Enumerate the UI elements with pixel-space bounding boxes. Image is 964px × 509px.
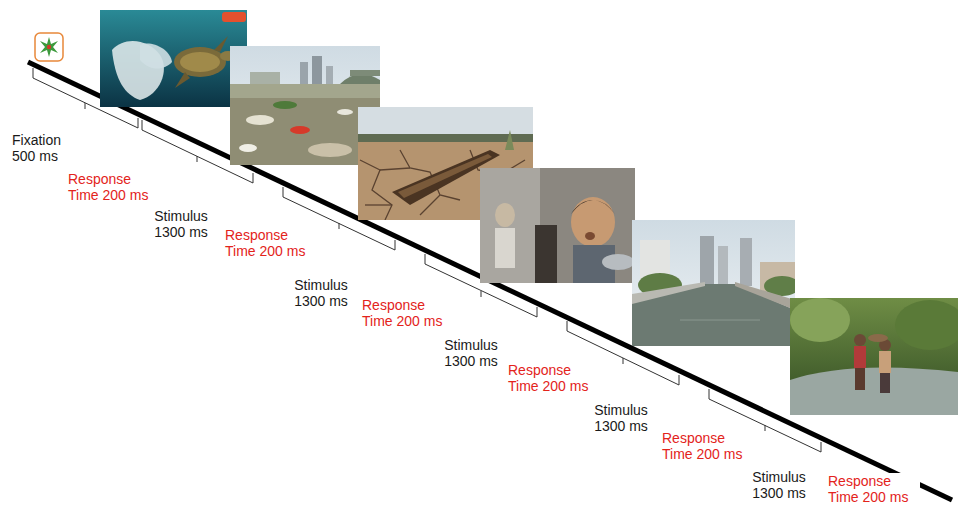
response-duration: Response Time 200 ms bbox=[66, 171, 160, 203]
fixation-icon bbox=[35, 33, 63, 61]
stimulus-duration: Stimulus 1300 ms bbox=[148, 208, 214, 240]
stimulus-duration: Stimulus 1300 ms bbox=[588, 402, 654, 434]
child-photo bbox=[480, 168, 635, 283]
stimulus-duration: Stimulus 1300 ms bbox=[746, 469, 812, 501]
canal-photo bbox=[632, 220, 795, 346]
ocean-plastic-photo bbox=[100, 10, 247, 107]
stimulus-duration: Stimulus 1300 ms bbox=[438, 337, 504, 369]
interval-brackets bbox=[33, 68, 821, 452]
time-axis bbox=[28, 62, 952, 500]
stream-photo bbox=[790, 298, 958, 415]
response-duration: Response Time 200 ms bbox=[826, 473, 920, 505]
response-duration: Response Time 200 ms bbox=[660, 430, 754, 462]
response-duration: Response Time 200 ms bbox=[506, 362, 600, 394]
fixation-duration: Fixation 500 ms bbox=[10, 132, 74, 164]
response-duration: Response Time 200 ms bbox=[223, 227, 317, 259]
stimulus-duration: Stimulus 1300 ms bbox=[288, 277, 354, 309]
polluted-river-photo bbox=[230, 46, 380, 165]
response-duration: Response Time 200 ms bbox=[360, 297, 454, 329]
